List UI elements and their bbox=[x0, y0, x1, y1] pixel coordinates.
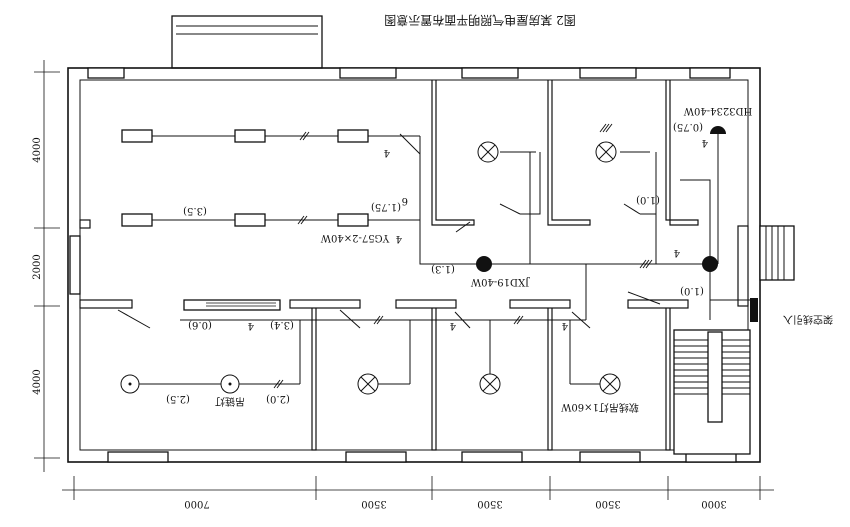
label-n6: 6 bbox=[402, 195, 408, 206]
label-n4-e: 4 bbox=[562, 320, 568, 331]
stair-right bbox=[759, 225, 795, 281]
label-h175: (1.75) bbox=[371, 201, 401, 212]
label-n4-b: 4 bbox=[396, 233, 402, 244]
label-h35: (3.5) bbox=[183, 205, 207, 216]
bottom-windows bbox=[107, 451, 737, 463]
fluorescent-lamp bbox=[234, 129, 266, 143]
label-n4-d: 4 bbox=[450, 320, 456, 331]
fluorescent-lamps bbox=[121, 129, 420, 227]
dim-left-2: 2000 bbox=[32, 254, 43, 279]
dim-left-1: 4000 bbox=[32, 137, 43, 162]
pendant-lamp bbox=[477, 141, 499, 163]
label-h25: (2.5) bbox=[166, 393, 190, 404]
left-window bbox=[69, 235, 81, 295]
fluorescent-lamp bbox=[337, 129, 369, 143]
dim-bottom-2: 3500 bbox=[361, 498, 386, 509]
fluorescent-lamp bbox=[337, 213, 369, 227]
label-board-main: JXD19-40W bbox=[470, 276, 530, 287]
pendant-lamp bbox=[595, 141, 617, 163]
label-n4-c: 4 bbox=[248, 320, 254, 331]
dim-bottom-1: 7000 bbox=[184, 498, 209, 509]
wiring bbox=[130, 134, 752, 385]
distribution-boards bbox=[476, 126, 758, 322]
label-h20: (2.0) bbox=[266, 393, 290, 404]
label-h10b: (1.0) bbox=[680, 285, 704, 296]
pendant-lamp bbox=[479, 373, 501, 395]
wire-count-marks bbox=[273, 123, 653, 389]
label-n4-g: 4 bbox=[702, 137, 708, 148]
staircase bbox=[673, 329, 751, 455]
dim-bottom-4: 3500 bbox=[595, 498, 620, 509]
fluorescent-lamp bbox=[234, 213, 266, 227]
label-h34: (3.4) bbox=[270, 319, 294, 330]
chain-lamps bbox=[120, 374, 240, 394]
dim-bottom-3: 3500 bbox=[477, 498, 502, 509]
label-h10a: (1.0) bbox=[636, 194, 660, 205]
interior-walls bbox=[79, 80, 749, 451]
dim-left-3: 4000 bbox=[32, 369, 43, 394]
drawing-title: 图2 某房屋电气照明平面布置示意图 bbox=[384, 13, 575, 28]
switches bbox=[117, 133, 661, 329]
dimension-labels: 7000 3500 3500 3500 3000 4000 2000 4000 bbox=[32, 137, 727, 509]
label-fixture-pendant: 软线吊灯1×60W bbox=[560, 401, 638, 414]
fluorescent-lamp bbox=[121, 213, 153, 227]
fluorescent-lamp bbox=[121, 129, 153, 143]
label-n4-a: 4 bbox=[384, 147, 390, 158]
label-board-hd: HD3234-40W bbox=[683, 105, 752, 116]
dimension-lines bbox=[34, 60, 774, 500]
pendant-lamp bbox=[357, 373, 379, 395]
label-incoming: 架空线引入 bbox=[783, 313, 833, 326]
label-fixture-chain: 吊链灯 bbox=[215, 395, 245, 408]
label-fixture-fluorescent: YG57-2×40W bbox=[320, 232, 390, 243]
top-windows bbox=[87, 67, 731, 79]
dim-bottom-5: 3000 bbox=[701, 498, 726, 509]
label-h06: (0.6) bbox=[188, 319, 212, 330]
pendant-lamp bbox=[599, 373, 621, 395]
label-n4-f: 4 bbox=[674, 247, 680, 258]
pendant-lamps bbox=[357, 141, 621, 395]
annotations: YG57-2×40W (3.5) (1.75) (1.3) JXD19-40W … bbox=[166, 105, 833, 414]
entrance-porch bbox=[171, 15, 323, 69]
corridor-window bbox=[183, 299, 281, 311]
label-h13: (1.3) bbox=[431, 263, 455, 274]
label-h075: (0.75) bbox=[673, 121, 703, 132]
